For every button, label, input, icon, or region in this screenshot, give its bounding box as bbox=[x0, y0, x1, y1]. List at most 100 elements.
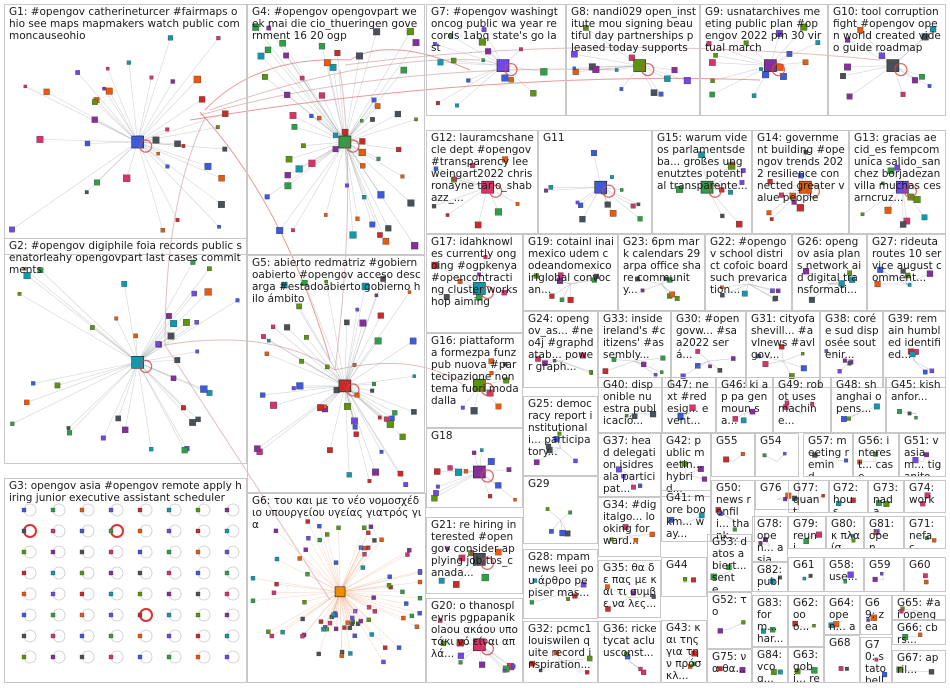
group-label: G51: vasiam... tiganito... bbox=[904, 435, 942, 477]
group-label: G58: use... bbox=[829, 559, 860, 583]
group-box-g41: G41: more bookm... way... bbox=[661, 490, 711, 542]
group-box-g29: G29 bbox=[523, 476, 598, 544]
group-label: G59 bbox=[869, 559, 900, 571]
group-box-g9: G9: usnatarchives meeting public plan #o… bbox=[700, 4, 828, 116]
group-label: G26: opengov asia plans network aid digi… bbox=[797, 236, 863, 296]
group-box-g26: G26: opengov asia plans network aid digi… bbox=[792, 234, 867, 311]
group-box-g21: G21: re hiring interested #opengov consi… bbox=[426, 517, 523, 594]
group-box-g23: G23: 6pm mark calendars 29 arpa office s… bbox=[618, 234, 705, 311]
group-label: G32: pcmc1 louiswilen quite record inspi… bbox=[528, 623, 594, 671]
group-label: G10: tool corruption fight #opengov open… bbox=[833, 6, 942, 54]
group-box-g4: G4: #opengov opengovpart week mai die ci… bbox=[247, 4, 425, 255]
group-box-g73: G73: nada... bbox=[868, 480, 904, 513]
group-box-g80: G80: κ πλαίσ... bbox=[826, 516, 864, 549]
group-label: G54 bbox=[760, 435, 795, 447]
group-label: G31: cityofashevill... #avlnews #avlgov.… bbox=[751, 313, 816, 361]
group-box-g5: G5: abierto redmatriz #gobiernoabierto #… bbox=[247, 255, 425, 493]
group-label: G35: θα δε πας με και τι συμβε να λες... bbox=[603, 562, 657, 610]
group-box-g32: G32: pcmc1 louiswilen quite record inspi… bbox=[523, 621, 598, 683]
group-box-g64: G64: open... asia... bbox=[824, 595, 860, 635]
group-label: G50: news ronfili... thank... bbox=[716, 482, 751, 542]
group-box-g13: G13: gracias aecid_es fempcomunica salid… bbox=[849, 130, 946, 234]
group-box-g67: G67: april... bbox=[892, 650, 946, 683]
group-box-g82: G82: publi... bbox=[752, 562, 788, 592]
group-box-g27: G27: rideuta routes 10 service august co… bbox=[867, 234, 946, 311]
group-box-g79: G79: reuni... bbox=[788, 516, 826, 549]
group-box-g28: G28: mpamnews leei pou άρθρο pepiser mas… bbox=[523, 549, 598, 619]
group-label: G79: reuni... bbox=[793, 518, 822, 549]
group-label: G33: inside ireland's #citizens' #assemb… bbox=[603, 313, 667, 361]
group-label: G69: zeal... cybe... bbox=[865, 597, 888, 635]
group-box-g25: G25: democracy report institutionali... … bbox=[523, 396, 598, 476]
group-label: G42: public meetin... hybrid... bbox=[666, 435, 707, 495]
group-label: G40: disponible nuestra publicació... bbox=[603, 379, 658, 427]
group-label: G43: και της για την πρόσκλ... bbox=[666, 622, 703, 682]
group-box-g65: G65: #ai opengo... bbox=[892, 595, 946, 620]
group-label: G22: #opengov school district cofoic boa… bbox=[710, 236, 788, 296]
group-label: G47: next #redesig... event... bbox=[667, 379, 712, 427]
group-box-g63: G63: gobi... real... bbox=[788, 647, 824, 683]
group-label: G16: piattaforma formezpa funzpub nuova … bbox=[431, 335, 519, 407]
group-label: G46: ki ap pa gen moun sa... bbox=[721, 379, 769, 427]
group-label: G9: usnatarchives meeting public plan #o… bbox=[705, 6, 824, 54]
group-label: G71: nefac... bbox=[909, 518, 942, 549]
group-box-g56: G56: interest... case... bbox=[853, 433, 899, 477]
group-box-g19: G19: cotainl inaimexico udem codeandomex… bbox=[523, 234, 618, 311]
group-box-g16: G16: piattaforma formezpa funzpub nuova … bbox=[426, 333, 523, 428]
group-label: G11 bbox=[543, 132, 648, 144]
group-box-g52: G52: το bbox=[707, 592, 752, 649]
group-label: G55 bbox=[716, 435, 751, 447]
group-box-g37: G37: head delegation isidresala particip… bbox=[598, 433, 661, 497]
group-box-g46: G46: ki ap pa gen moun sa... bbox=[716, 377, 773, 433]
group-label: G27: rideuta routes 10 service august co… bbox=[872, 236, 942, 284]
group-label: G77: quant... bbox=[793, 482, 826, 513]
group-label: G56: interest... case... bbox=[858, 435, 895, 477]
group-label: G30: #opengovw... #saa2022 será... bbox=[676, 313, 742, 361]
group-box-g6: G6: του και με το νέο νομοσχέδιο υπουργε… bbox=[247, 493, 426, 683]
group-label: G19: cotainl inaimexico udem codeandomex… bbox=[528, 236, 614, 296]
group-label: G15: warum videos parlamentsdeba... groß… bbox=[657, 132, 748, 192]
group-label: G38: corée sud disposée soutenir... bbox=[825, 313, 879, 361]
group-box-g50: G50: news ronfili... thank... bbox=[711, 480, 755, 542]
group-box-g74: G74: work bbox=[904, 480, 946, 513]
group-box-g1: G1: #opengov catherineturcer #fairmaps o… bbox=[4, 4, 247, 255]
group-box-g22: G22: #opengov school district cofoic boa… bbox=[705, 234, 792, 311]
group-box-g71: G71: nefac... bbox=[904, 516, 946, 549]
group-label: G83: form... har... bbox=[757, 597, 784, 645]
group-label: G29 bbox=[528, 478, 594, 490]
group-label: G67: april... bbox=[897, 652, 942, 676]
group-box-g7: G7: #opengov washingtoncog public wa yea… bbox=[426, 4, 566, 116]
group-label: G25: democracy report institutionali... … bbox=[528, 398, 594, 458]
group-label: G80: κ πλαίσ... bbox=[831, 518, 860, 549]
group-box-g42: G42: public meetin... hybrid... bbox=[661, 433, 711, 497]
group-label: G24: opengov_as... #neo4j #graphdatab...… bbox=[528, 313, 594, 373]
group-box-g68: G68 bbox=[824, 635, 860, 683]
group-label: G5: abierto redmatriz #gobiernoabierto #… bbox=[252, 257, 421, 305]
group-box-g43: G43: και της για την πρόσκλ... bbox=[661, 620, 707, 683]
group-box-g54: G54 bbox=[755, 433, 799, 477]
group-label: G82: publi... bbox=[757, 564, 784, 592]
group-label: G73: nada... bbox=[873, 482, 900, 513]
group-box-g51: G51: vasiam... tiganito... bbox=[899, 433, 946, 477]
group-label: G66: cbrs... bbox=[897, 622, 942, 645]
group-box-g10: G10: tool corruption fight #opengov open… bbox=[828, 4, 946, 116]
group-label: G44 bbox=[666, 559, 703, 571]
group-label: G18 bbox=[431, 430, 519, 442]
group-label: G23: 6pm mark calendars 29 arpa office s… bbox=[623, 236, 701, 296]
group-label: G12: lauramcshanecle dept #opengov #tran… bbox=[431, 132, 534, 204]
group-label: G45: kishanfor... bbox=[891, 379, 942, 403]
group-label: G65: #ai opengo... bbox=[897, 597, 942, 620]
group-label: G39: remain humbled identified... bbox=[888, 313, 942, 361]
group-label: G61 bbox=[793, 559, 820, 571]
group-box-g77: G77: quant... bbox=[788, 480, 830, 513]
group-box-g18: G18 bbox=[426, 428, 523, 508]
group-label: G17: idahknowles currently ongoing #ogpk… bbox=[431, 236, 519, 308]
group-box-g48: G48: shanghai opens... bbox=[831, 377, 886, 433]
group-label: G52: το bbox=[712, 594, 748, 618]
group-label: G14: government building #opengov trends… bbox=[757, 132, 845, 204]
group-label: G84: vcog... bbox=[757, 649, 784, 683]
group-label: G4: #opengov opengovpart week mai die ci… bbox=[252, 6, 421, 42]
group-box-g62: G62: ooo... bbox=[788, 595, 824, 647]
group-label: G1: #opengov catherineturcer #fairmaps o… bbox=[9, 6, 243, 42]
